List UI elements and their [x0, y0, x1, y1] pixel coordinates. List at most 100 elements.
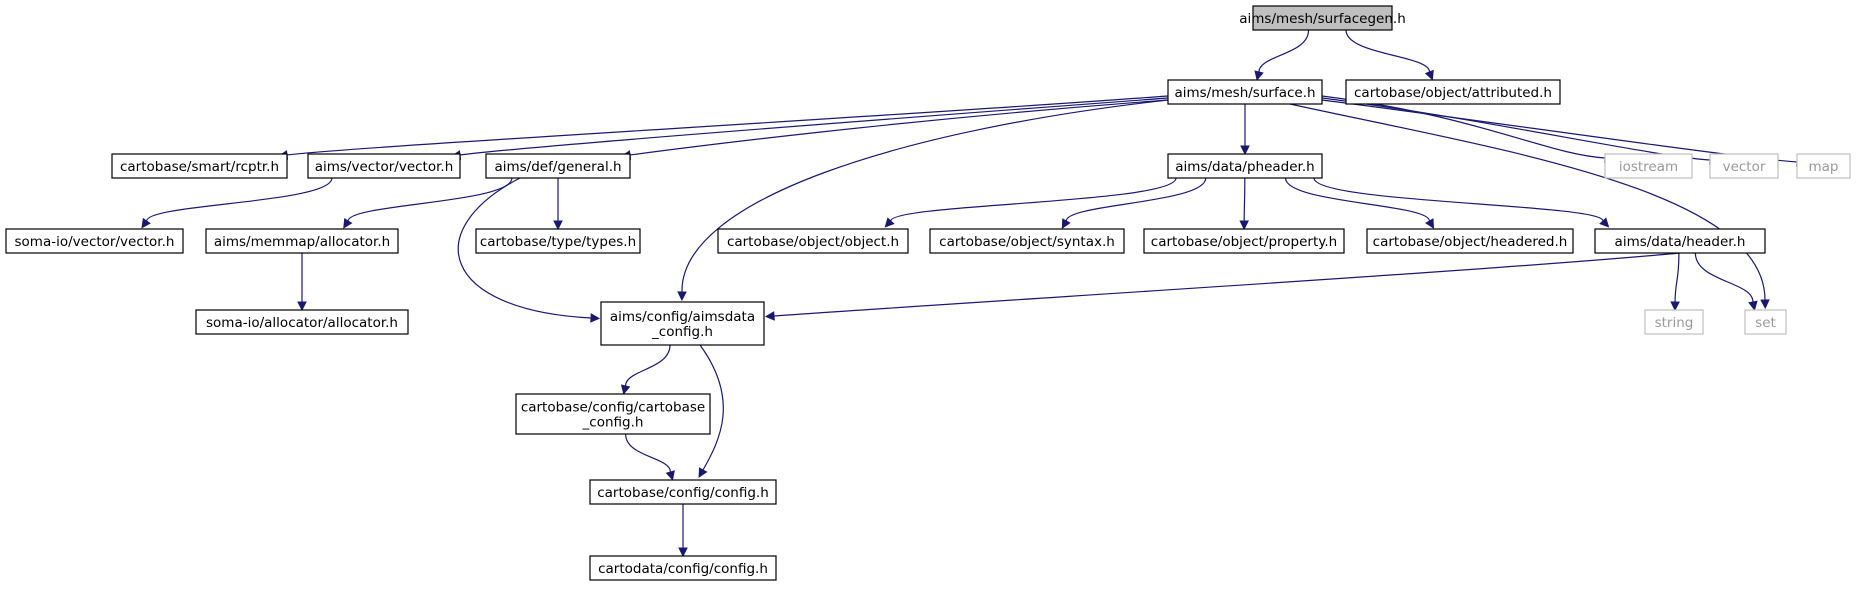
edge-line — [1674, 252, 1680, 303]
node-box — [1252, 5, 1393, 31]
node-label: set — [1755, 315, 1776, 331]
node-string[interactable]: string — [1644, 309, 1704, 335]
node-box — [1167, 79, 1323, 105]
node-label: map — [1809, 159, 1839, 175]
node-box — [717, 228, 909, 254]
edge-pheader-to-header — [1313, 177, 1610, 228]
node-label: iostream — [1619, 159, 1678, 175]
edge-arrowhead — [590, 313, 601, 323]
edge-aimsvector-to-somavector — [141, 177, 333, 229]
edge-arrowhead — [665, 470, 675, 481]
edge-line — [1345, 29, 1431, 73]
node-attributed[interactable]: cartobase/object/attributed.h — [1345, 79, 1561, 105]
edge-arrowhead — [1748, 300, 1758, 311]
edge-header-to-aimsdataconfig — [764, 252, 1681, 321]
node-label: aims/data/pheader.h — [1175, 159, 1314, 175]
node-label: aims/config/aimsdata — [610, 309, 755, 325]
node-label: cartobase/object/syntax.h — [939, 234, 1115, 250]
edge-arrowhead — [1254, 70, 1264, 81]
edge-arrowhead — [343, 218, 353, 229]
edge-arrowhead — [141, 217, 151, 229]
edge-surfacegen-to-surface — [1254, 29, 1310, 81]
node-label: aims/mesh/surfacegen.h — [1239, 11, 1406, 27]
edge-arrowhead — [553, 220, 563, 231]
node-box — [485, 153, 631, 179]
node-types[interactable]: cartobase/type/types.h — [475, 228, 641, 254]
node-somavector[interactable]: soma-io/vector/vector.h — [5, 228, 184, 254]
node-label: aims/memmap/allocator.h — [214, 234, 390, 250]
edge-arrowhead — [620, 384, 631, 395]
node-box — [475, 228, 641, 254]
node-surfacegen[interactable]: aims/mesh/surfacegen.h — [1239, 5, 1406, 31]
node-object[interactable]: cartobase/object/object.h — [717, 228, 909, 254]
edge-arrowhead — [884, 217, 895, 228]
edge-line — [890, 177, 1177, 222]
node-label: cartobase/config/cartobase — [521, 400, 705, 416]
edge-line — [1321, 99, 1798, 163]
node-aimsdataconfig[interactable]: aims/config/aimsdata_config.h — [600, 301, 765, 346]
node-aimsvector[interactable]: aims/vector/vector.h — [307, 153, 461, 179]
node-vector[interactable]: vector — [1709, 153, 1779, 179]
nodes-layer: aims/mesh/surfacegen.h aims/mesh/surface.… — [5, 5, 1851, 581]
node-config[interactable]: cartobase/config/config.h — [589, 479, 777, 505]
edge-arrowhead — [1239, 220, 1249, 231]
edge-line — [457, 177, 592, 319]
node-pheader[interactable]: aims/data/pheader.h — [1167, 153, 1323, 179]
edge-line — [629, 99, 1169, 156]
edges-layer — [141, 29, 1807, 558]
node-header[interactable]: aims/data/header.h — [1594, 228, 1766, 254]
edge-arrowhead — [1061, 218, 1071, 229]
edge-arrowhead — [1670, 301, 1680, 312]
node-cartodataconfig[interactable]: cartodata/config/config.h — [589, 555, 777, 581]
node-allocator[interactable]: aims/memmap/allocator.h — [205, 228, 399, 254]
edge-arrowhead — [764, 311, 775, 321]
node-label: vector — [1723, 159, 1766, 175]
edge-arrowhead — [698, 467, 708, 478]
node-general[interactable]: aims/def/general.h — [485, 153, 631, 179]
node-label: _config.h — [651, 324, 713, 340]
edge-line — [1284, 177, 1431, 222]
edge-line — [459, 97, 1169, 156]
node-label: cartobase/object/object.h — [727, 234, 899, 250]
edge-pheader-to-syntax — [1061, 177, 1207, 229]
node-box — [111, 153, 288, 179]
node-box — [589, 479, 777, 505]
node-box — [1796, 153, 1851, 179]
node-box — [1604, 153, 1693, 179]
node-rcptr[interactable]: cartobase/smart/rcptr.h — [111, 153, 288, 179]
node-box — [929, 228, 1125, 254]
node-box — [1594, 228, 1766, 254]
edge-general-to-aimsdataconfig — [457, 177, 601, 323]
node-label: aims/vector/vector.h — [315, 159, 454, 175]
node-property[interactable]: cartobase/object/property.h — [1143, 228, 1345, 254]
node-set[interactable]: set — [1744, 309, 1787, 335]
node-map[interactable]: map — [1796, 153, 1851, 179]
node-cartobaseconfig[interactable]: cartobase/config/cartobase_config.h — [515, 393, 711, 435]
node-label: cartobase/type/types.h — [480, 234, 636, 250]
node-label: string — [1655, 315, 1694, 331]
node-box — [5, 228, 184, 254]
edge-arrowhead — [1240, 145, 1250, 156]
node-headered[interactable]: cartobase/object/headered.h — [1366, 228, 1574, 254]
edge-line — [1258, 29, 1310, 73]
edge-general-to-allocator — [343, 177, 513, 229]
node-box — [1744, 309, 1787, 335]
edge-header-to-string — [1670, 252, 1680, 312]
edge-pheader-to-headered — [1284, 177, 1435, 229]
edge-cartobaseconfig-to-config — [625, 433, 675, 481]
node-iostream[interactable]: iostream — [1604, 153, 1693, 179]
edge-surface-to-aimsdataconfig — [677, 99, 1169, 302]
node-box — [205, 228, 399, 254]
edge-line — [699, 344, 724, 471]
node-surface[interactable]: aims/mesh/surface.h — [1167, 79, 1323, 105]
node-box — [1709, 153, 1779, 179]
node-syntax[interactable]: cartobase/object/syntax.h — [929, 228, 1125, 254]
edge-arrowhead — [677, 291, 687, 302]
node-somaallocator[interactable]: soma-io/allocator/allocator.h — [195, 309, 409, 335]
node-box — [1345, 79, 1561, 105]
node-label: _config.h — [582, 415, 644, 431]
edge-line — [146, 177, 333, 222]
node-box — [1143, 228, 1345, 254]
edge-allocator-to-somaallocator — [297, 253, 307, 312]
node-box — [195, 309, 409, 335]
